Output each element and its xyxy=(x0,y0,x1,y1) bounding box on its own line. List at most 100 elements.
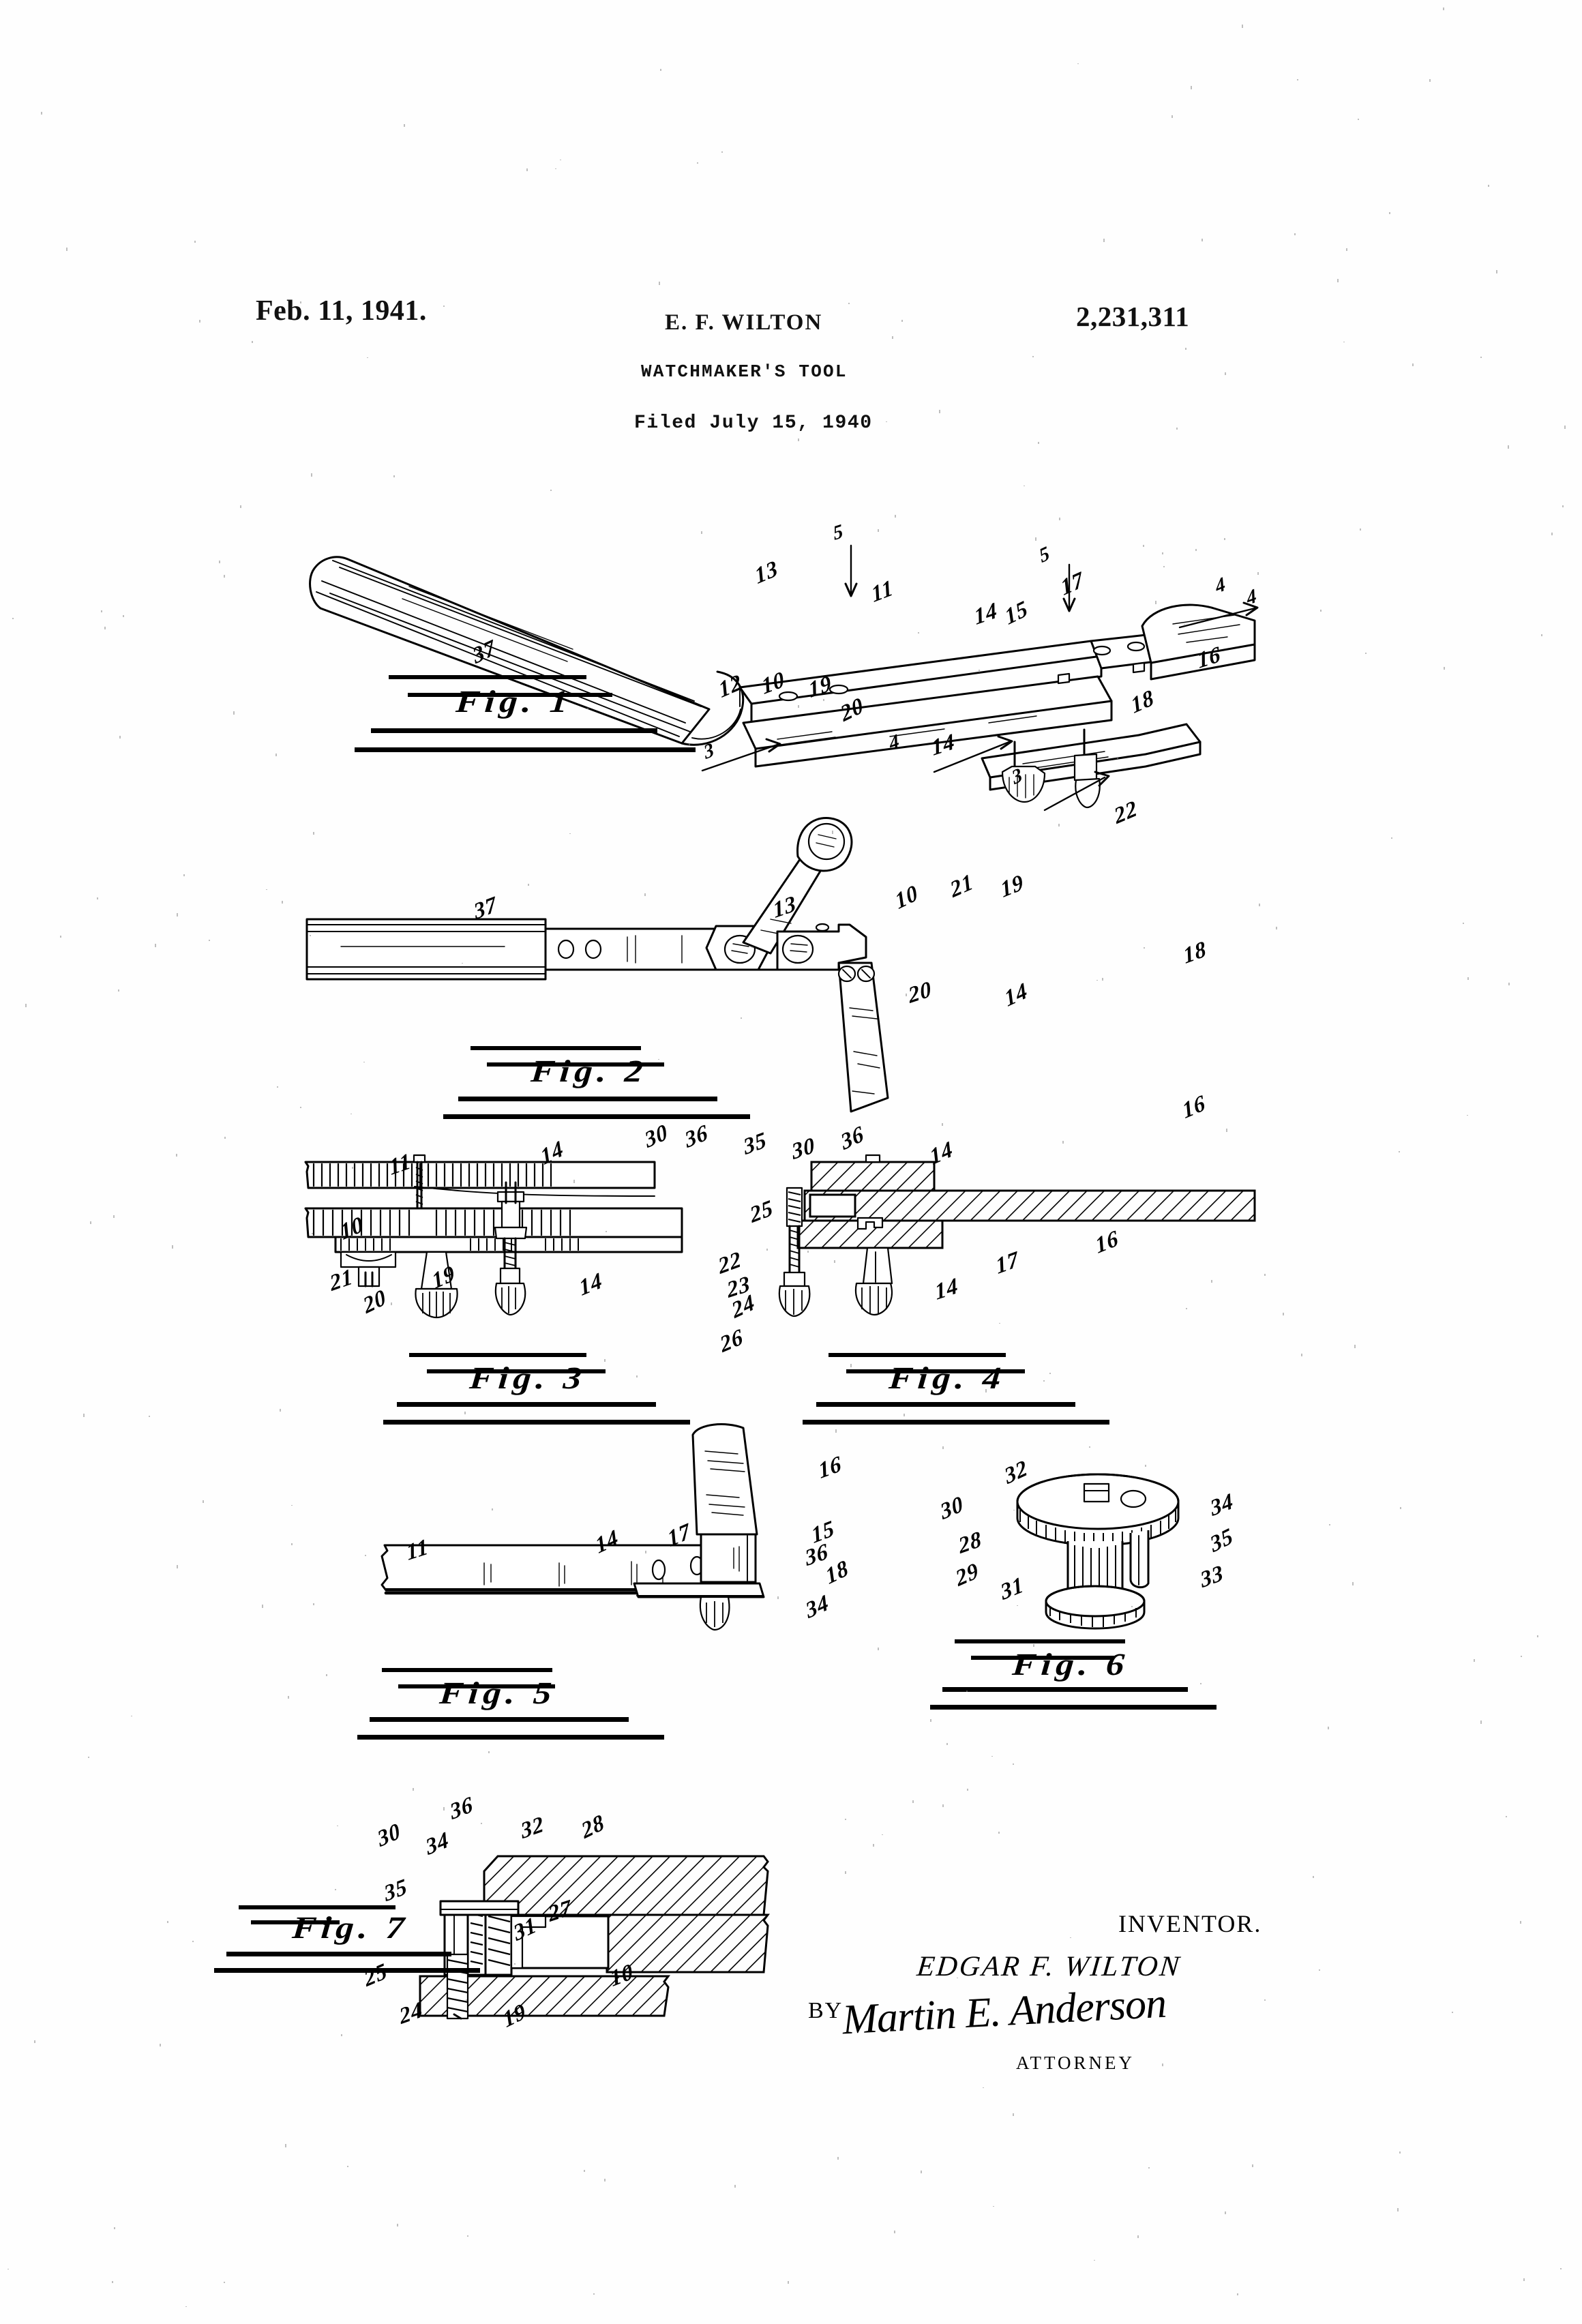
scan-speck xyxy=(1487,185,1489,188)
scan-speck xyxy=(364,1554,366,1556)
scan-speck xyxy=(166,1920,168,1923)
scan-speck xyxy=(1466,1114,1468,1116)
patent-date: Feb. 11, 1941. xyxy=(256,295,427,327)
scan-speck xyxy=(604,1359,606,1362)
figure-1-section-arrows xyxy=(701,544,1259,811)
scan-speck xyxy=(1327,1727,1329,1729)
scan-speck xyxy=(946,1742,949,1746)
scan-speck xyxy=(751,946,753,948)
scan-speck xyxy=(1154,600,1156,604)
scan-speck xyxy=(466,1999,468,2001)
scan-speck xyxy=(1195,548,1197,551)
scan-speck xyxy=(66,247,68,251)
scan-speck xyxy=(1237,2293,1239,2295)
scan-speck xyxy=(1480,356,1482,358)
scan-speck xyxy=(101,610,103,612)
scan-speck xyxy=(893,2230,895,2234)
scan-speck xyxy=(1200,1683,1202,1685)
figure-4-drawing xyxy=(778,1154,1256,1317)
scan-speck xyxy=(1259,903,1261,907)
scan-speck xyxy=(1049,1373,1051,1375)
scan-speck xyxy=(40,112,42,115)
scan-speck xyxy=(261,1605,263,1608)
scan-speck xyxy=(942,1446,944,1449)
scan-speck xyxy=(1283,1312,1285,1315)
scan-speck xyxy=(942,1804,944,1808)
scan-speck xyxy=(390,1302,392,1306)
scan-speck xyxy=(982,2087,984,2089)
patent-title: WATCHMAKER'S TOOL xyxy=(641,361,848,382)
scan-speck xyxy=(1462,922,1464,924)
scan-speck xyxy=(1495,270,1497,273)
scan-speck xyxy=(966,1690,968,1693)
scan-speck xyxy=(797,705,799,709)
scan-speck xyxy=(1183,623,1185,625)
scan-speck xyxy=(112,2280,114,2283)
scan-speck xyxy=(1443,8,1445,11)
scan-speck xyxy=(1467,977,1469,981)
scan-speck xyxy=(1224,2211,1226,2214)
scan-speck xyxy=(527,884,529,887)
scan-speck xyxy=(1357,118,1359,120)
scan-speck xyxy=(766,1248,768,1251)
figure-6-drawing xyxy=(1016,1473,1180,1630)
scan-speck xyxy=(845,1818,847,1820)
scan-speck xyxy=(1399,1150,1401,1152)
scan-speck xyxy=(172,1245,174,1249)
figure-7-caption-text: Fig. 7 xyxy=(290,1910,411,1945)
scan-speck xyxy=(291,1543,293,1545)
scan-speck xyxy=(1559,2267,1562,2269)
scan-speck xyxy=(903,1413,905,1416)
scan-speck xyxy=(1161,552,1163,554)
scan-speck xyxy=(1359,528,1361,531)
scan-speck xyxy=(897,1221,899,1223)
scan-speck xyxy=(175,1154,177,1157)
scan-speck xyxy=(1508,982,1510,986)
scan-speck xyxy=(83,1414,85,1417)
scan-speck xyxy=(1257,572,1259,576)
scan-speck xyxy=(1364,653,1367,654)
scan-speck xyxy=(1171,115,1174,119)
figure-1-caption-text: Fig. 1 xyxy=(454,684,574,719)
scan-speck xyxy=(1148,2166,1150,2169)
scan-speck xyxy=(929,1719,931,1722)
scan-speck xyxy=(1161,2064,1163,2067)
scan-speck xyxy=(155,944,157,947)
scan-speck xyxy=(1145,1464,1147,1468)
scan-speck xyxy=(313,832,315,835)
scan-speck xyxy=(1224,538,1226,540)
scan-speck xyxy=(917,632,919,634)
scan-speck xyxy=(1093,2259,1095,2261)
scan-speck xyxy=(59,935,61,938)
scan-speck xyxy=(312,1232,314,1234)
reference-numeral-36: 36 xyxy=(838,1121,867,1156)
scan-speck xyxy=(920,2171,922,2174)
figure-6-caption-text: Fig. 6 xyxy=(1011,1647,1131,1682)
scan-speck xyxy=(1389,212,1391,214)
scan-speck xyxy=(1452,2011,1454,2014)
scan-speck xyxy=(119,736,121,739)
scan-speck xyxy=(586,708,588,710)
scan-speck xyxy=(443,305,445,307)
scan-speck xyxy=(239,505,241,508)
scan-speck xyxy=(443,1807,445,1811)
scan-speck xyxy=(1013,2113,1015,2117)
scan-speck xyxy=(1137,2235,1139,2238)
scan-speck xyxy=(1474,1658,1476,1662)
figure-3-caption-text: Fig. 3 xyxy=(468,1360,588,1395)
scan-speck xyxy=(309,934,311,936)
scan-speck xyxy=(1062,1140,1064,1144)
scan-speck xyxy=(1038,442,1040,445)
scan-speck xyxy=(901,320,903,322)
scan-speck xyxy=(209,940,211,941)
scan-speck xyxy=(1521,1656,1523,1657)
scan-speck xyxy=(1059,517,1061,520)
scan-speck xyxy=(104,627,106,630)
scan-speck xyxy=(555,168,557,170)
scan-speck xyxy=(882,1834,884,1835)
scan-speck xyxy=(492,1508,494,1510)
scan-speck xyxy=(1523,2278,1525,2282)
scan-speck xyxy=(788,2281,790,2284)
scan-speck xyxy=(1185,1307,1187,1310)
